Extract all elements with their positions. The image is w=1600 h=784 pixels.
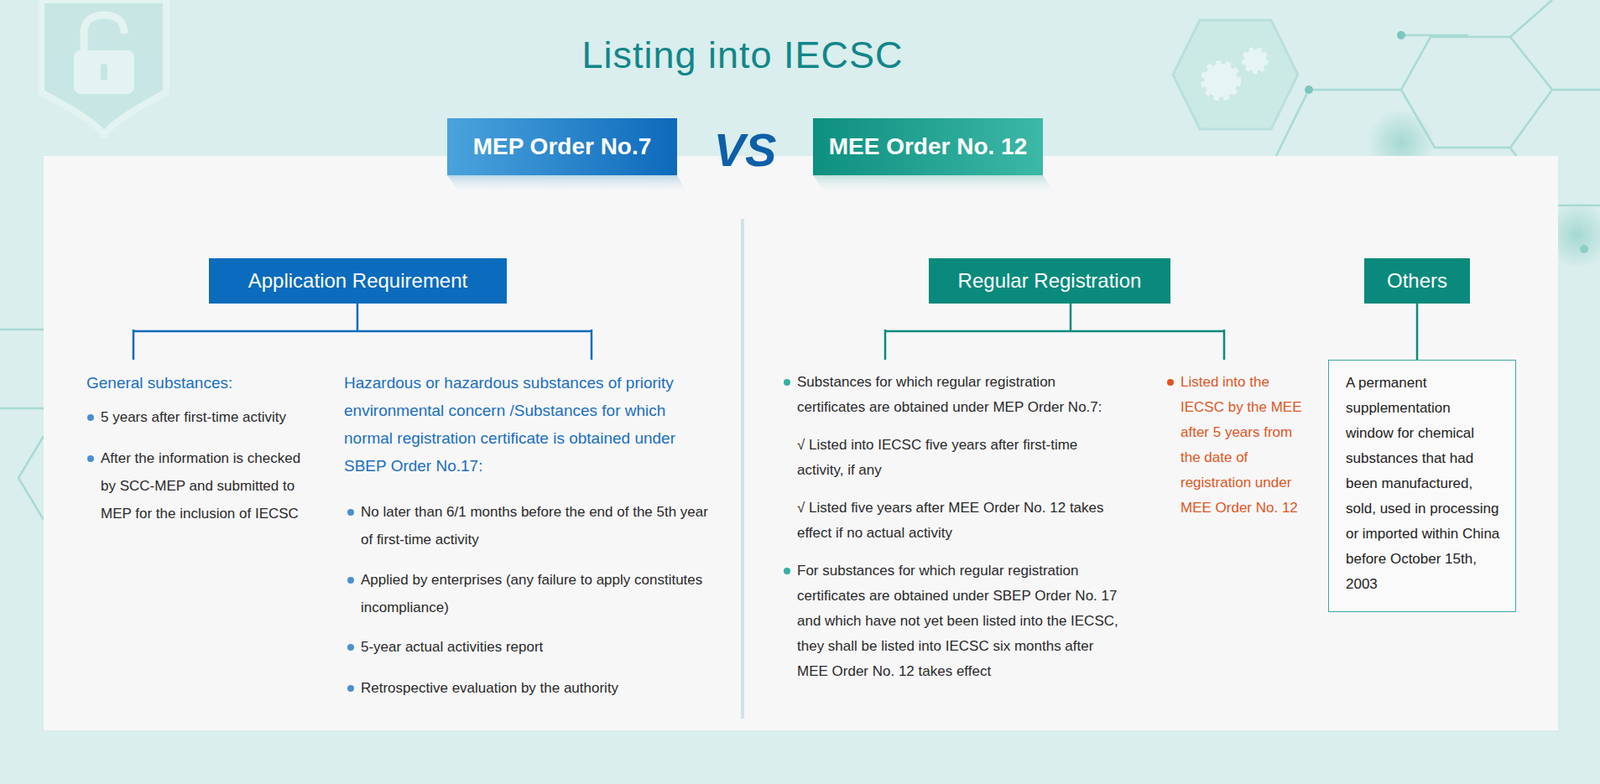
- bullet-text: After the information is checked by SCC-…: [100, 444, 311, 528]
- divider-line: [740, 218, 745, 720]
- shield-lock-icon: [41, 0, 167, 138]
- node-text: MEE Order No. 12: [828, 133, 1028, 161]
- section-header: Regular Registration: [928, 258, 1171, 304]
- order-band: MEP Order No.7: [447, 118, 678, 176]
- label-text: 5-year actual activities report: [360, 639, 543, 656]
- node-text: Regular Registration: [958, 269, 1142, 293]
- bullet-text: Substances for which regular registratio…: [797, 370, 1121, 421]
- bullet-dot: [783, 568, 791, 575]
- bullet-text: 5-year actual activities report: [360, 633, 718, 662]
- bullet-text: √ Listed five years after MEE Order No. …: [797, 495, 1121, 547]
- group-heading: Hazardous or hazardous substances of pri…: [343, 369, 718, 480]
- bullet-dot: [347, 509, 355, 516]
- band-shadow: [447, 175, 688, 195]
- label-text: Hazardous or hazardous substances of pri…: [343, 374, 676, 475]
- label-text: Listed into the IECSC by the MEE after 5…: [1180, 374, 1303, 516]
- node-text: MEP Order No.7: [473, 133, 652, 161]
- label-text: √ Listed five years after MEE Order No. …: [797, 500, 1105, 542]
- label-text: Retrospective evaluation by the authorit…: [360, 680, 619, 697]
- label-text: √ Listed into IECSC five years after fir…: [797, 437, 1078, 479]
- label-text: General substances:: [86, 374, 233, 392]
- connector: [1416, 303, 1419, 360]
- group-heading: General substances:: [86, 369, 311, 397]
- node-text: Others: [1386, 269, 1448, 293]
- node-text: Application Requirement: [248, 269, 468, 293]
- bullet-dot: [347, 577, 355, 584]
- bullet-text: For substances for which regular registr…: [797, 558, 1121, 685]
- bracket: [885, 303, 1225, 360]
- label-text: Applied by enterprises (any failure to a…: [360, 572, 703, 616]
- node-text: A permanent supplementation window for c…: [1345, 370, 1502, 598]
- bullet-text: Applied by enterprises (any failure to a…: [360, 566, 718, 622]
- bullet-dot: [87, 414, 94, 422]
- section-header: Others: [1364, 258, 1470, 304]
- label-text: For substances for which regular registr…: [797, 562, 1119, 680]
- label-text: No later than 6/1 months before the end …: [360, 504, 709, 548]
- label-text: 5 years after first-time activity: [100, 409, 287, 426]
- section-header: Application Requirement: [208, 258, 507, 304]
- label-text: Substances for which regular registratio…: [797, 374, 1102, 416]
- bracket: [133, 303, 592, 360]
- bullet-dot: [347, 644, 355, 652]
- bullet-text: No later than 6/1 months before the end …: [360, 498, 718, 554]
- diagram-title: Listing into IECSC: [0, 33, 1486, 78]
- note-box: A permanent supplementation window for c…: [1328, 359, 1517, 613]
- bullet-dot: [347, 685, 355, 693]
- bullet-text: 5 years after first-time activity: [100, 403, 311, 432]
- bullet-text: Listed into the IECSC by the MEE after 5…: [1180, 370, 1312, 522]
- gear-hexagon: [1172, 20, 1298, 130]
- versus-label: VS: [703, 122, 787, 178]
- bullet-dot: [1167, 379, 1174, 386]
- bullet-text: √ Listed into IECSC five years after fir…: [797, 432, 1121, 484]
- bullet-text: Retrospective evaluation by the authorit…: [360, 674, 718, 703]
- band-shadow: [813, 175, 1056, 195]
- order-band: MEE Order No. 12: [813, 118, 1043, 176]
- label-text: After the information is checked by SCC-…: [100, 450, 301, 522]
- bullet-dot: [87, 455, 94, 463]
- bullet-dot: [783, 379, 791, 386]
